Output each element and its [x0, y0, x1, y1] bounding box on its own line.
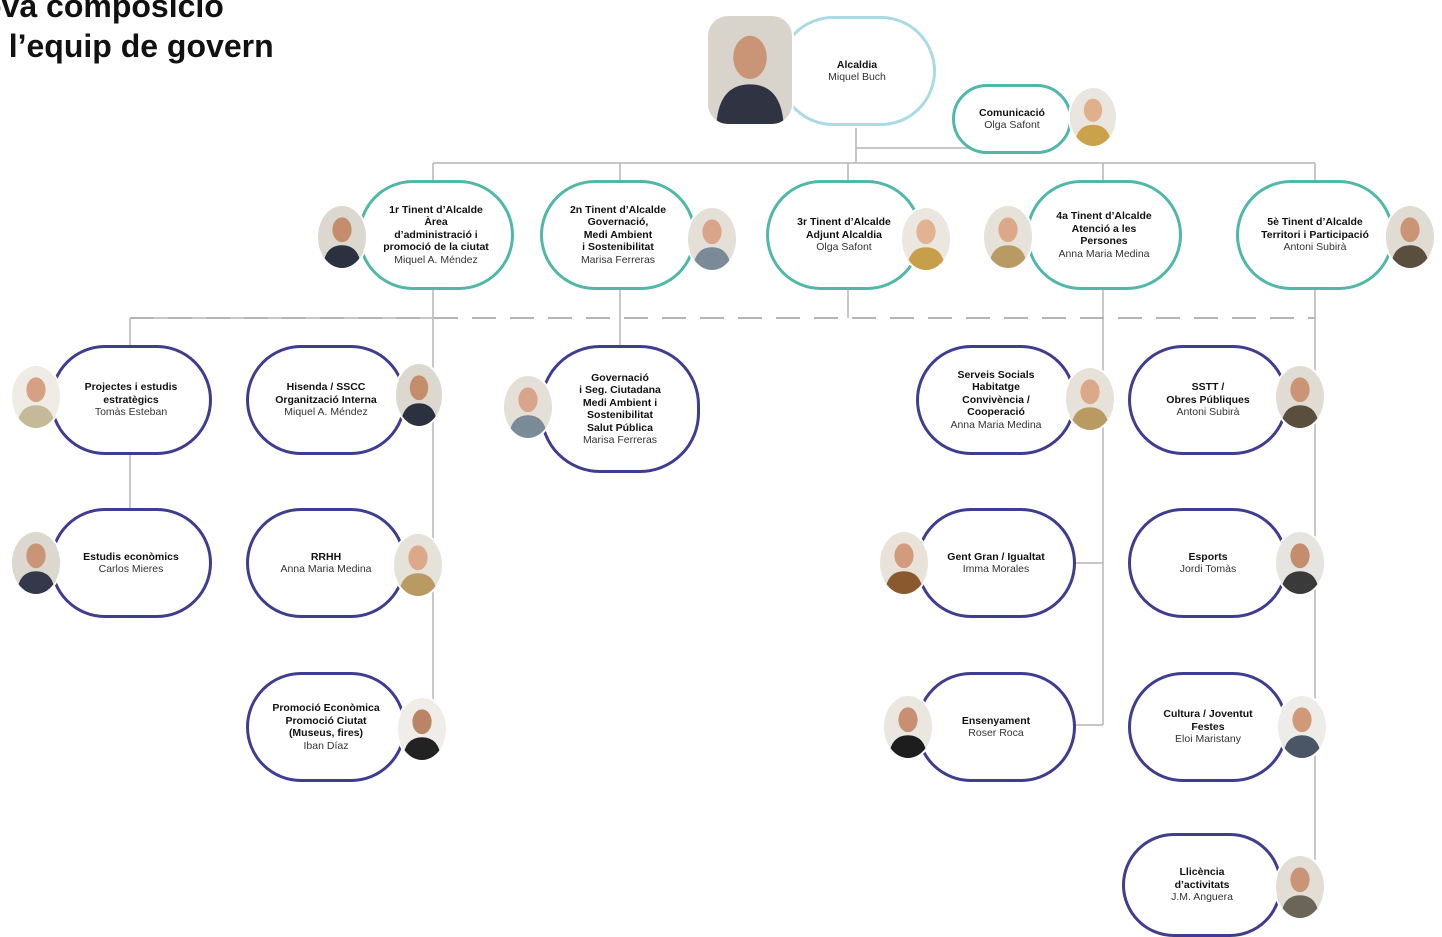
node-person: Carlos Mieres	[98, 563, 164, 575]
node-title: Cultura / Joventut Festes	[1163, 708, 1253, 733]
person-photo-icon	[1384, 204, 1436, 270]
node-title: 5è Tinent d’Alcalde Territori i Particip…	[1261, 216, 1369, 241]
person-photo-icon	[10, 364, 62, 430]
person-photo-icon	[686, 206, 738, 272]
node-gent-gran: Gent Gran / Igualtat Imma Morales	[916, 508, 1076, 618]
person-photo-icon	[10, 530, 62, 596]
person-photo-icon	[1274, 364, 1326, 430]
person-photo-icon	[1064, 366, 1116, 432]
node-person: Eloi Maristany	[1175, 733, 1241, 746]
node-person: Miquel A. Méndez	[394, 253, 478, 266]
person-photo-icon	[1276, 694, 1328, 760]
node-governacio: Governació i Seg. Ciutadana Medi Ambient…	[540, 345, 700, 473]
node-title: Ensenyament	[961, 714, 1031, 727]
person-photo-icon	[706, 14, 794, 126]
node-person: Miquel A. Méndez	[284, 406, 368, 419]
node-title: Governació i Seg. Ciutadana Medi Ambient…	[579, 371, 661, 434]
node-tinent-5: 5è Tinent d’Alcalde Territori i Particip…	[1236, 180, 1394, 290]
person-photo-icon	[900, 206, 952, 272]
person-photo-icon	[396, 696, 448, 762]
person-photo-icon	[1274, 854, 1326, 920]
node-tinent-4: 4a Tinent d’Alcalde Atenció a les Person…	[1026, 180, 1182, 290]
title-line-1: ova composició	[0, 0, 224, 24]
node-estudis-economics: Estudis econòmics Carlos Mieres	[50, 508, 212, 618]
node-tinent-3: 3r Tinent d’Alcalde Adjunt Alcaldia Olga…	[766, 180, 922, 290]
node-person: Tomàs Esteban	[94, 406, 168, 419]
node-title: RRHH	[310, 550, 342, 563]
node-comunicacio: Comunicació Olga Safont	[952, 84, 1072, 154]
person-photo-icon	[1274, 530, 1326, 596]
node-ensenyament: Ensenyament Roser Roca	[916, 672, 1076, 782]
person-photo-icon	[316, 204, 368, 270]
node-title: Gent Gran / Igualtat	[947, 550, 1045, 563]
node-person: Iban Díaz	[303, 739, 349, 752]
page-title: ova composició e l’equip de govern	[0, 0, 274, 66]
node-title: Alcaldia	[836, 58, 878, 71]
node-cultura: Cultura / Joventut Festes Eloi Maristany	[1128, 672, 1288, 782]
node-person: Antoni Subirà	[1283, 241, 1347, 254]
node-sstt: SSTT / Obres Públiques Antoni Subirà	[1128, 345, 1288, 455]
person-photo-icon	[392, 532, 444, 598]
node-hisenda: Hisenda / SSCC Organització Interna Miqu…	[246, 345, 406, 455]
title-line-2: e l’equip de govern	[0, 28, 274, 64]
node-title: Estudis econòmics	[83, 550, 179, 563]
node-title: Hisenda / SSCC Organització Interna	[275, 381, 377, 406]
person-photo-icon	[982, 204, 1034, 270]
node-person: Jordi Tomàs	[1179, 563, 1237, 575]
node-title: Comunicació	[979, 106, 1045, 119]
node-tinent-2: 2n Tinent d’Alcalde Governació, Medi Amb…	[540, 180, 696, 290]
person-photo-icon	[394, 362, 444, 428]
node-projectes: Projectes i estudis estratègics Tomàs Es…	[50, 345, 212, 455]
node-title: Projectes i estudis estratègics	[84, 381, 178, 406]
node-title: 3r Tinent d’Alcalde Adjunt Alcaldia	[797, 216, 891, 241]
node-esports: Esports Jordi Tomàs	[1128, 508, 1288, 618]
person-photo-icon	[1068, 86, 1118, 148]
node-title: Promoció Econòmica Promoció Ciutat (Muse…	[272, 702, 380, 739]
node-title: Serveis Socials Habitatge Convivència / …	[957, 368, 1035, 419]
person-photo-icon	[502, 374, 554, 440]
node-title: 4a Tinent d’Alcalde Atenció a les Person…	[1056, 210, 1152, 247]
node-person: Imma Morales	[962, 563, 1030, 575]
node-person: Marisa Ferreras	[580, 253, 656, 266]
node-serveis-socials: Serveis Socials Habitatge Convivència / …	[916, 345, 1076, 455]
node-llicencia: Llicència d’activitats J.M. Anguera	[1122, 833, 1282, 937]
node-tinent-1: 1r Tinent d’Alcalde Àrea d’administració…	[358, 180, 514, 290]
person-photo-icon	[878, 530, 930, 596]
node-promocio-economica: Promoció Econòmica Promoció Ciutat (Muse…	[246, 672, 406, 782]
node-person: Olga Safont	[816, 241, 872, 254]
node-person: Antoni Subirà	[1176, 406, 1240, 419]
node-alcaldia: Alcaldia Miquel Buch	[778, 16, 936, 126]
node-title: 1r Tinent d’Alcalde Àrea d’administració…	[383, 203, 489, 254]
node-person: J.M. Anguera	[1171, 891, 1233, 904]
node-title: Esports	[1188, 550, 1228, 563]
node-person: Anna Maria Medina	[950, 418, 1042, 431]
node-person: Anna Maria Medina	[280, 563, 372, 575]
person-photo-icon	[882, 694, 934, 760]
node-person: Miquel Buch	[828, 71, 886, 83]
node-title: SSTT / Obres Públiques	[1166, 381, 1250, 406]
node-person: Marisa Ferreras	[582, 434, 658, 446]
node-rrhh: RRHH Anna Maria Medina	[246, 508, 406, 618]
node-title: 2n Tinent d’Alcalde Governació, Medi Amb…	[569, 203, 667, 254]
node-person: Olga Safont	[984, 119, 1040, 131]
node-title: Llicència d’activitats	[1174, 866, 1230, 891]
node-person: Anna Maria Medina	[1058, 247, 1150, 260]
node-person: Roser Roca	[968, 727, 1024, 739]
